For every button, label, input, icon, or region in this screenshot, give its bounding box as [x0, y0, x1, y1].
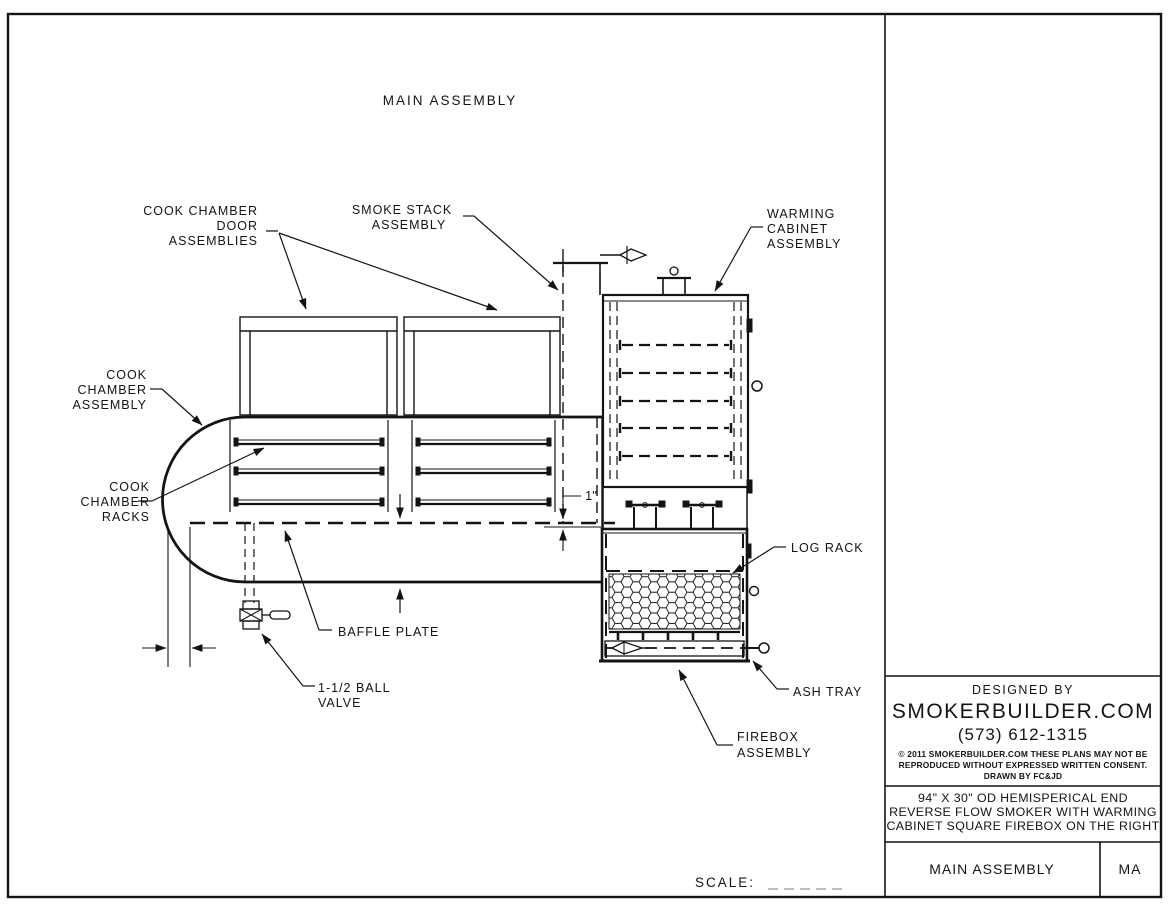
label-log-rack: LOG RACK — [791, 541, 864, 555]
scale-note: SCALE: — [695, 875, 845, 890]
leader-door-left — [278, 232, 307, 310]
label-firebox-2: ASSEMBLY — [737, 746, 811, 760]
leader-racks — [151, 447, 265, 502]
leader-cook-chamber — [161, 388, 203, 426]
log-rack-feet — [616, 633, 720, 640]
label-firebox-1: FIREBOX — [737, 730, 799, 744]
firebox — [599, 527, 770, 663]
ash-tray — [604, 640, 770, 657]
label-racks-1: COOK — [109, 480, 150, 494]
cook-chamber-racks — [233, 437, 552, 507]
dim-1in-text: 1" — [585, 488, 597, 503]
description-line-3: CABINET SQUARE FIREBOX ON THE RIGHT — [886, 819, 1159, 833]
drain-ball-valve — [239, 523, 291, 630]
copyright-line-1: © 2011 SMOKERBUILDER.COM THESE PLANS MAY… — [898, 749, 1147, 759]
foot-bracket — [625, 500, 666, 528]
company-name: SMOKERBUILDER.COM — [892, 700, 1154, 723]
designed-by: DESIGNED BY — [972, 683, 1074, 697]
log-rack-expanded-metal — [608, 573, 741, 630]
sheet-code: MA — [1119, 861, 1142, 877]
label-door-2: DOOR — [217, 219, 259, 233]
dimension-left-offset — [142, 527, 216, 667]
label-chamber-3: ASSEMBLY — [73, 398, 147, 412]
label-racks-3: RACKS — [102, 510, 150, 524]
rack-row — [233, 466, 385, 476]
cabinet-stand-feet — [602, 487, 748, 529]
leader-lines — [138, 215, 789, 746]
label-door-1: COOK CHAMBER — [143, 204, 258, 218]
dimension-1-inch — [544, 495, 601, 551]
label-cabinet-3: ASSEMBLY — [767, 237, 841, 251]
rack-row — [233, 497, 385, 507]
view-title: MAIN ASSEMBLY — [383, 93, 518, 108]
label-stack-2: ASSEMBLY — [372, 218, 446, 232]
leader-ash-tray — [752, 660, 778, 690]
label-chamber-1: COOK — [106, 368, 147, 382]
warming-cabinet — [601, 266, 763, 494]
leader-door-right — [278, 232, 498, 311]
callout-labels: COOK CHAMBER DOOR ASSEMBLIES SMOKE STACK… — [73, 203, 864, 760]
label-cabinet-2: CABINET — [767, 222, 828, 236]
valve-handle — [269, 610, 291, 620]
label-chamber-2: CHAMBER — [77, 383, 147, 397]
page-border — [6, 12, 1163, 899]
cabinet-hinge-top — [746, 318, 753, 333]
label-door-3: ASSEMBLIES — [169, 234, 258, 248]
scale-label: SCALE: — [695, 875, 755, 890]
cabinet-top-vent — [657, 266, 691, 295]
cook-chamber-door-left — [239, 316, 398, 416]
leader-smoke-stack — [473, 215, 559, 291]
cabinet-door-handle — [751, 380, 763, 392]
rack-row — [415, 437, 552, 447]
label-baffle: BAFFLE PLATE — [338, 625, 439, 639]
firebox-hinge — [746, 543, 752, 559]
label-valve-1: 1-1/2 BALL — [318, 681, 391, 695]
leader-log-rack — [732, 546, 775, 574]
label-stack-1: SMOKE STACK — [352, 203, 452, 217]
copyright-line-2: REPRODUCED WITHOUT EXPRESSED WRITTEN CON… — [899, 760, 1148, 770]
title-block: DESIGNED BY SMOKERBUILDER.COM (573) 612-… — [885, 675, 1161, 897]
foot-bracket — [682, 500, 723, 528]
cook-chamber-door-right — [403, 316, 561, 416]
rack-row — [233, 437, 385, 447]
description-line-2: REVERSE FLOW SMOKER WITH WARMING — [889, 805, 1157, 819]
description-line-1: 94" X 30" OD HEMISPERICAL END — [918, 791, 1128, 805]
door-openings — [229, 420, 556, 512]
label-valve-2: VALVE — [318, 696, 361, 710]
phone-number: (573) 612-1315 — [958, 725, 1088, 744]
stack-damper-handle — [600, 246, 648, 264]
label-racks-2: CHAMBER — [80, 495, 150, 509]
hemispherical-end — [161, 415, 246, 584]
leader-warming-cabinet — [714, 226, 752, 292]
leader-firebox — [678, 669, 718, 746]
ash-tray-handle — [758, 642, 770, 654]
label-cabinet-1: WARMING — [767, 207, 835, 221]
sheet-title: MAIN ASSEMBLY — [929, 861, 1055, 877]
drawn-by: DRAWN BY FC&JD — [984, 771, 1063, 781]
leader-ball-valve — [261, 633, 304, 687]
smoke-stack — [553, 246, 648, 523]
cabinet-racks — [618, 340, 733, 461]
rack-row — [415, 466, 552, 476]
rack-row — [415, 497, 552, 507]
leader-baffle — [284, 530, 320, 631]
firebox-door-handle — [748, 585, 760, 597]
label-ash-tray: ASH TRAY — [793, 685, 862, 699]
cabinet-hinge-bottom — [746, 479, 753, 494]
